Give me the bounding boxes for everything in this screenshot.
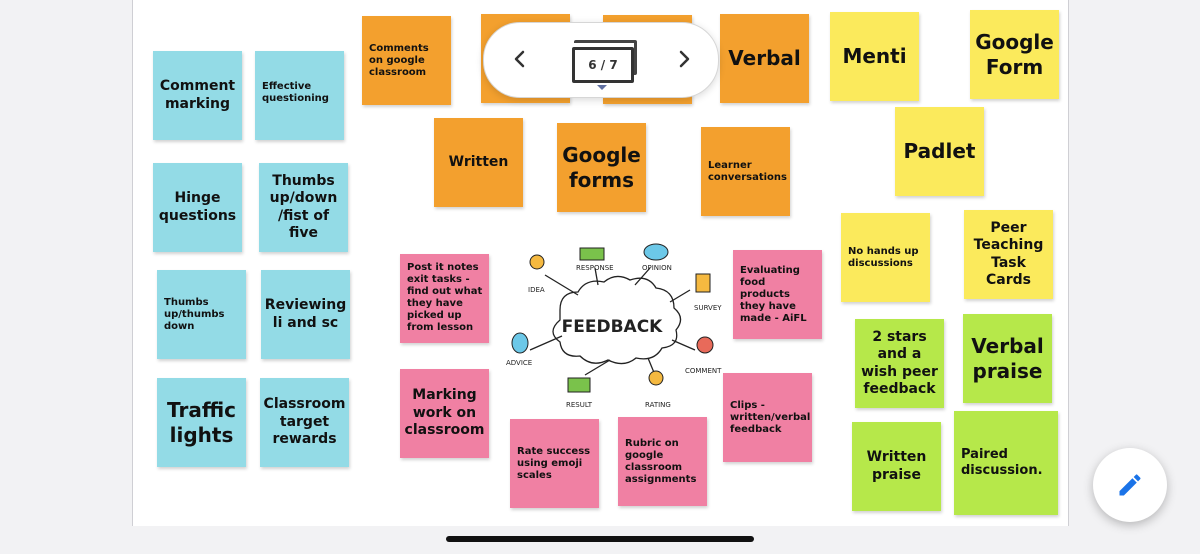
note-verbal-praise[interactable]: Verbal praise: [963, 314, 1052, 403]
note-reviewing-li-sc[interactable]: Reviewing li and sc: [261, 270, 350, 359]
note-padlet[interactable]: Padlet: [895, 107, 984, 196]
note-thumbs-up-down[interactable]: Thumbs up/thumbs down: [157, 270, 246, 359]
note-written[interactable]: Written: [434, 118, 523, 207]
chevron-left-icon[interactable]: [508, 47, 532, 71]
note-comment-marking[interactable]: Comment marking: [153, 51, 242, 140]
home-indicator[interactable]: [446, 536, 754, 542]
note-traffic-lights[interactable]: Traffic lights: [157, 378, 246, 467]
note-rate-success[interactable]: Rate success using emoji scales: [510, 419, 599, 508]
note-paired-discussion[interactable]: Paired discussion.: [954, 411, 1058, 515]
slide-navigator: 6 / 7: [483, 22, 719, 98]
note-menti[interactable]: Menti: [830, 12, 919, 101]
mindmap-label-response: RESPONSE: [576, 264, 614, 272]
note-two-stars-wish[interactable]: 2 stars and a wish peer feedback: [855, 319, 944, 408]
note-google-form[interactable]: Google Form: [970, 10, 1059, 99]
mindmap-label-comment: COMMENT: [685, 367, 722, 375]
note-rubric[interactable]: Rubric on google classroom assignments: [618, 417, 707, 506]
chevron-right-icon[interactable]: [672, 47, 696, 71]
mindmap-label-advice: ADVICE: [506, 359, 532, 367]
note-evaluating-food[interactable]: Evaluating food products they have made …: [733, 250, 822, 339]
note-effective-questioning[interactable]: Effective questioning: [255, 51, 344, 140]
mindmap-label-opinion: OPINION: [642, 264, 672, 272]
stacked-pages-icon: [574, 40, 637, 75]
note-thumbs-fist-of-five[interactable]: Thumbs up/down /fist of five: [259, 163, 348, 252]
note-comments-google-classroom[interactable]: Comments on google classroom: [362, 16, 451, 105]
note-clips[interactable]: Clips - written/verbal feedback: [723, 373, 812, 462]
note-google-forms[interactable]: Google forms: [557, 123, 646, 212]
note-post-it-exit-tasks[interactable]: Post it notes exit tasks - find out what…: [400, 254, 489, 343]
note-classroom-target-rewards[interactable]: Classroom target rewards: [260, 378, 349, 467]
note-no-hands-up[interactable]: No hands up discussions: [841, 213, 930, 302]
mindmap-label-idea: IDEA: [528, 286, 545, 294]
note-verbal[interactable]: Verbal: [720, 14, 809, 103]
caret-down-icon: [597, 85, 607, 90]
note-marking-classroom[interactable]: Marking work on classroom: [400, 369, 489, 458]
feedback-mindmap-image: FEEDBACK IDEA RESPONSE OPINION SURVEY CO…: [506, 243, 722, 409]
mindmap-label-result: RESULT: [566, 401, 593, 409]
note-hinge-questions[interactable]: Hinge questions: [153, 163, 242, 252]
note-learner-conversations[interactable]: Learner conversations: [701, 127, 790, 216]
mindmap-label-rating: RATING: [645, 401, 671, 409]
note-written-praise[interactable]: Written praise: [852, 422, 941, 511]
note-peer-teaching[interactable]: Peer Teaching Task Cards: [964, 210, 1053, 299]
mindmap-label-survey: SURVEY: [694, 304, 722, 312]
page-indicator[interactable]: 6 / 7: [572, 47, 634, 83]
pencil-icon: [1119, 474, 1141, 496]
mindmap-center-label: FEEDBACK: [562, 317, 664, 337]
edit-button[interactable]: [1093, 448, 1167, 522]
